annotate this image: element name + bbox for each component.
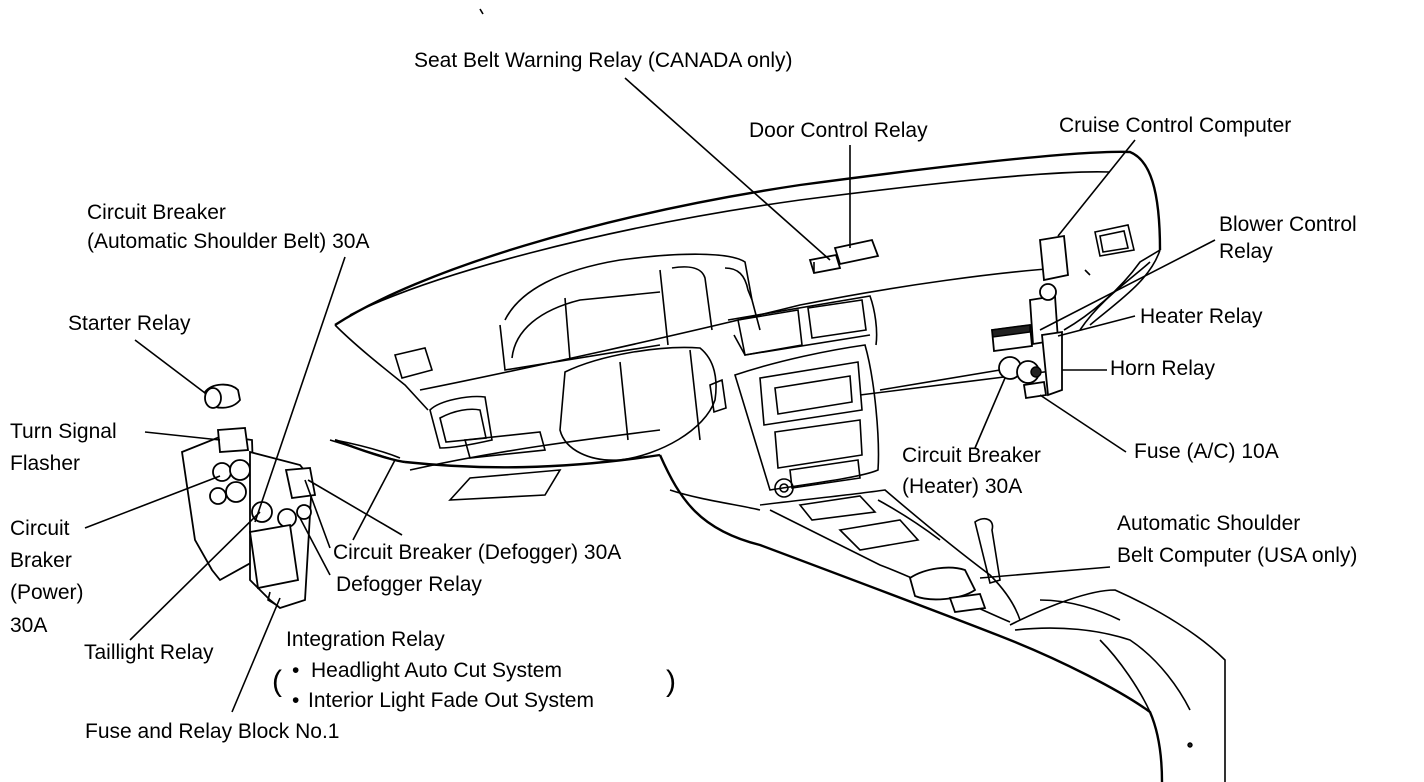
label-defogger-relay: Defogger Relay xyxy=(336,573,482,596)
label-horn-relay: Horn Relay xyxy=(1110,357,1216,380)
label-fuse-relay-block: Fuse and Relay Block No.1 xyxy=(85,720,340,743)
integration-paren-close: ) xyxy=(666,665,676,698)
label-auto-shoulder-belt-computer-line2: Belt Computer (USA only) xyxy=(1117,544,1358,567)
label-heater-relay: Heater Relay xyxy=(1140,305,1263,328)
label-door-control-relay: Door Control Relay xyxy=(749,119,928,142)
cruise-control-computer-part xyxy=(1040,236,1068,280)
tick-mark xyxy=(480,9,483,14)
label-blower-control-relay-line1: Blower Control xyxy=(1219,213,1357,236)
label-seat-belt-warning-relay: Seat Belt Warning Relay (CANADA only) xyxy=(414,49,793,72)
fuse-relay-block-part xyxy=(182,428,315,608)
instrument-cluster xyxy=(335,254,760,500)
right-relay-cluster xyxy=(992,284,1062,398)
label-fuse-ac: Fuse (A/C) 10A xyxy=(1134,440,1279,463)
integration-paren-open: ( xyxy=(272,665,282,698)
right-dash-details xyxy=(1085,225,1134,275)
center-stack xyxy=(728,296,878,497)
label-turn-signal-flasher-line1: Turn Signal xyxy=(10,420,117,443)
label-circuit-breaker-asb-line1: Circuit Breaker xyxy=(87,201,226,224)
starter-relay-part xyxy=(205,385,240,408)
label-circuit-breaker-defogger: Circuit Breaker (Defogger) 30A xyxy=(333,541,622,564)
label-auto-shoulder-belt-computer-line1: Automatic Shoulder xyxy=(1117,512,1301,535)
seat-belt-warning-relay-part xyxy=(810,255,840,273)
label-starter-relay: Starter Relay xyxy=(68,312,191,335)
integration-bullet-1: • xyxy=(292,659,300,682)
auto-shoulder-belt-computer-part xyxy=(910,568,985,612)
dashboard-outline xyxy=(335,152,1160,470)
label-cruise-control-computer: Cruise Control Computer xyxy=(1059,114,1292,137)
label-integration-relay: Integration Relay xyxy=(286,628,445,651)
label-circuit-breaker-heater-line2: (Heater) 30A xyxy=(902,475,1023,498)
label-circuit-braker-power-line3: (Power) xyxy=(10,581,84,604)
label-blower-control-relay-line2: Relay xyxy=(1219,240,1273,263)
label-circuit-breaker-heater-line1: Circuit Breaker xyxy=(902,444,1041,467)
door-control-relay-part xyxy=(835,240,878,264)
center-console xyxy=(660,455,1225,782)
label-taillight-relay: Taillight Relay xyxy=(84,641,214,664)
leader-lines xyxy=(85,78,1215,712)
label-integration-item-2: Interior Light Fade Out System xyxy=(308,689,594,712)
label-circuit-braker-power-line2: Braker xyxy=(10,549,72,572)
label-circuit-braker-power-line4: 30A xyxy=(10,614,48,637)
label-turn-signal-flasher-line2: Flasher xyxy=(10,452,81,475)
integration-bullet-2: • xyxy=(292,689,300,712)
label-integration-item-1: Headlight Auto Cut System xyxy=(311,659,562,682)
label-circuit-breaker-asb-line2: (Automatic Shoulder Belt) 30A xyxy=(87,230,370,253)
label-circuit-braker-power-line1: Circuit xyxy=(10,517,70,540)
